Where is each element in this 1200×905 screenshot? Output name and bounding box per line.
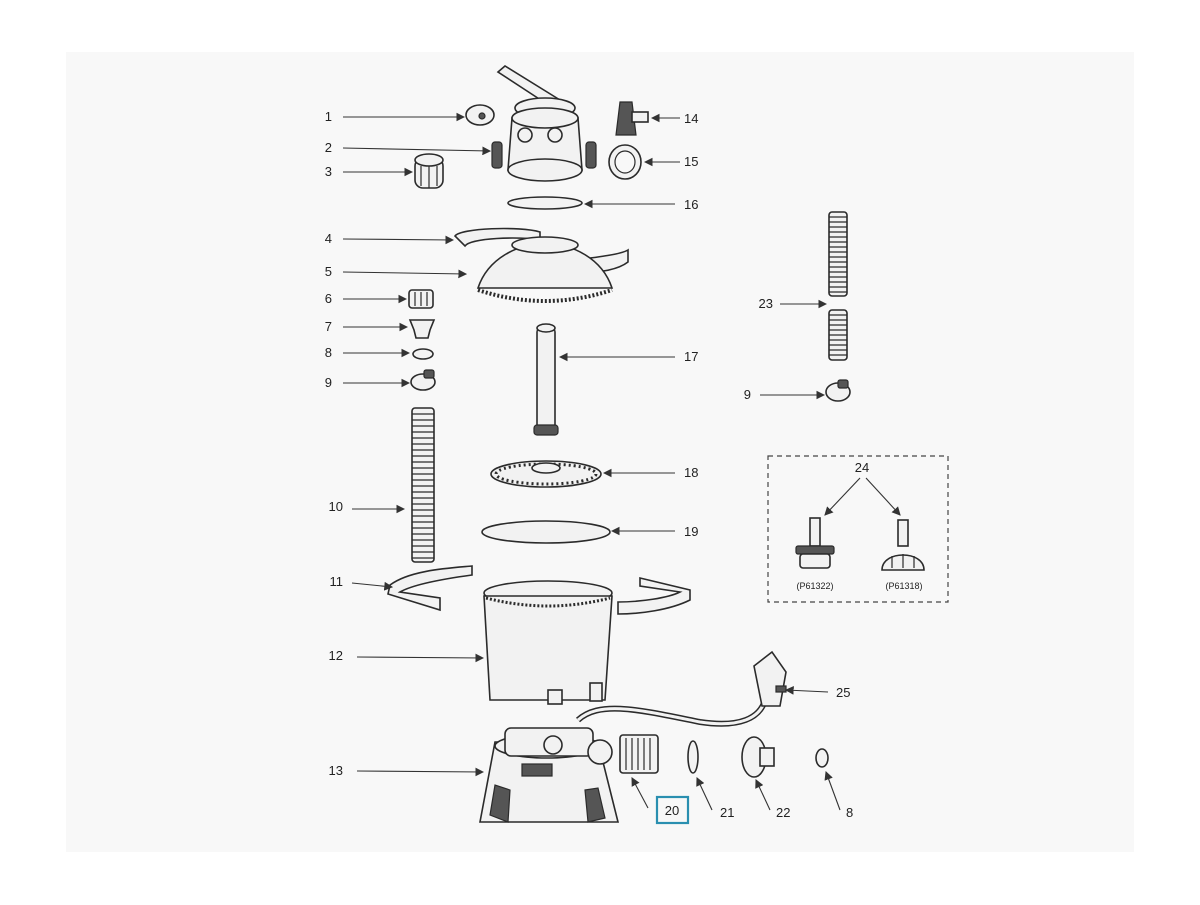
alternate-parts-box	[767, 455, 949, 603]
callout-21: 21	[720, 805, 734, 820]
callout-23: 23	[759, 296, 773, 311]
part-hose-connector	[741, 736, 775, 778]
part-o-ring-large	[608, 144, 642, 180]
part-standpipe	[533, 323, 559, 436]
part-tank-o-ring	[481, 520, 611, 544]
callout-24: 24	[855, 460, 869, 475]
callout-3: 3	[325, 164, 332, 179]
diagram-background	[66, 52, 1134, 852]
callout-8-right: 8	[846, 805, 853, 820]
part-drain-plug	[408, 319, 436, 339]
part-code-right: (P61318)	[885, 581, 922, 591]
part-cap	[465, 104, 495, 126]
callout-4: 4	[325, 231, 332, 246]
callout-19: 19	[684, 524, 698, 539]
callout-11: 11	[330, 574, 344, 589]
callout-20-highlight: 20	[655, 795, 690, 825]
lateral-variant-right	[881, 519, 925, 571]
part-nut	[414, 153, 444, 189]
callout-2: 2	[325, 140, 332, 155]
callout-12: 12	[329, 648, 343, 663]
callout-22: 22	[776, 805, 790, 820]
part-pump-base	[479, 727, 620, 823]
part-code-left: (P61322)	[796, 581, 833, 591]
part-strainer-o-ring	[687, 740, 699, 774]
callout-16: 16	[684, 197, 698, 212]
part-hose-left	[411, 407, 435, 563]
part-small-o-ring	[412, 348, 434, 360]
leader-lines	[342, 112, 841, 811]
callout-17: 17	[684, 349, 698, 364]
part-hose-clamp-right	[825, 379, 851, 402]
callout-20: 20	[665, 803, 679, 818]
callout-9-right: 9	[744, 387, 751, 402]
callout-15: 15	[684, 154, 698, 169]
callout-1: 1	[325, 109, 332, 124]
callout-18: 18	[684, 465, 698, 480]
part-hose-clamp-left	[410, 369, 436, 391]
part-small-o-ring-right	[815, 748, 829, 768]
part-power-cord	[575, 650, 787, 727]
callout-25: 25	[836, 685, 850, 700]
callout-8: 8	[325, 345, 332, 360]
lateral-variant-left	[795, 517, 835, 569]
part-gasket-valve	[507, 196, 583, 210]
callout-9: 9	[325, 375, 332, 390]
part-hose-right	[828, 211, 848, 361]
part-tank-dome	[476, 236, 614, 303]
part-filter-tank	[483, 580, 613, 705]
callout-7: 7	[325, 319, 332, 334]
highlight-box	[655, 795, 690, 825]
callout-14: 14	[684, 111, 698, 126]
part-multiport-valve	[491, 65, 597, 182]
callout-13: 13	[329, 763, 343, 778]
part-strainer	[619, 734, 659, 774]
callout-10: 10	[329, 499, 343, 514]
part-drain-nut	[408, 289, 434, 309]
part-gauge-plug	[615, 101, 649, 136]
part-lower-clamp	[387, 565, 691, 615]
callout-6: 6	[325, 291, 332, 306]
part-lateral-assembly	[490, 460, 602, 488]
callout-labels: 1 2 3 4 5 6 7 8 9 10 11 12 13 14 15 16 1…	[325, 109, 923, 820]
callout-5: 5	[325, 264, 332, 279]
